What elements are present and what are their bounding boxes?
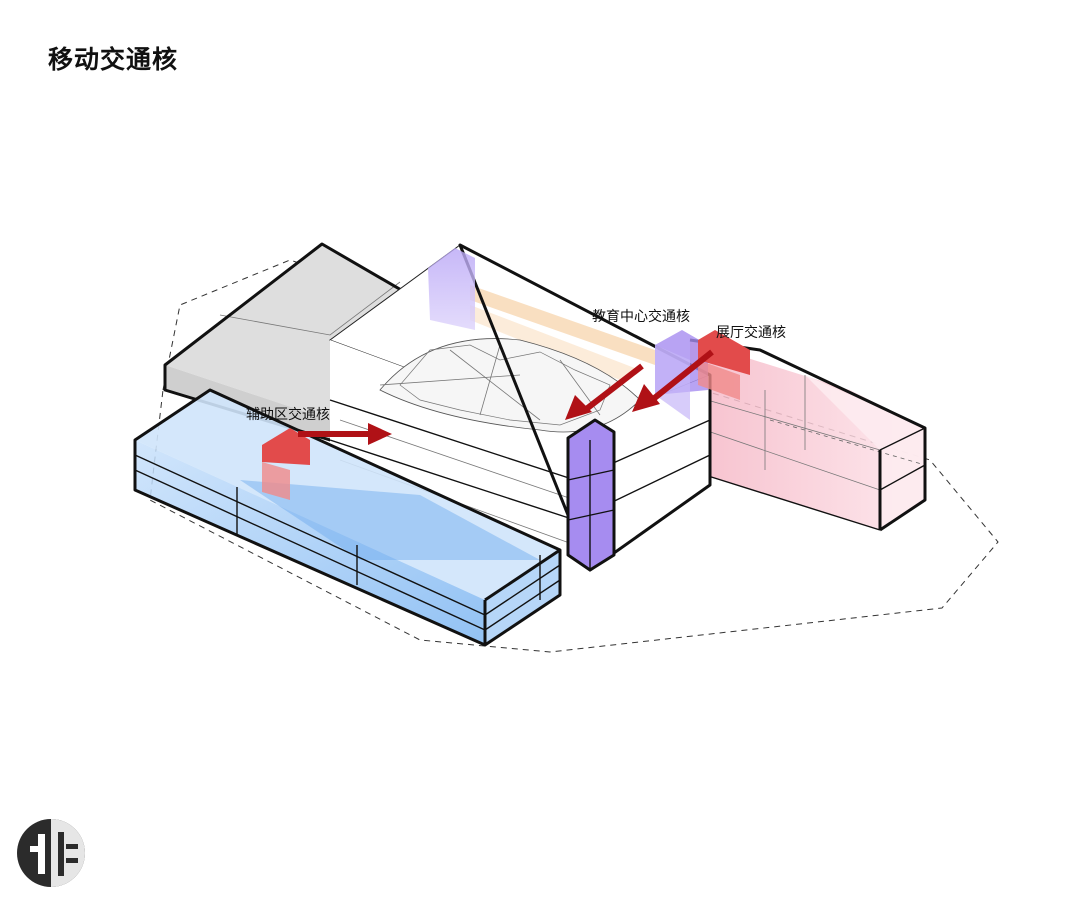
circular-emblem-icon: [17, 819, 85, 887]
hall-core-label: 展厅交通核: [716, 324, 786, 341]
site-boundary: [149, 259, 999, 653]
blue-volume: [133, 388, 562, 647]
aux-core-arrow: [298, 423, 392, 445]
aux-core: [262, 428, 310, 500]
edu-core-label: 教育中心交通核: [592, 308, 690, 325]
red-arrow-icon: [368, 423, 392, 445]
edu-core-front: [566, 418, 616, 572]
edu-core-arrow: [565, 363, 644, 420]
page-title: 移动交通核: [48, 45, 179, 74]
hall-core: [698, 330, 750, 400]
aux-core-label: 辅助区交通核: [246, 406, 330, 423]
pink-volume: [689, 338, 927, 532]
red-arrow-icon: [632, 384, 660, 412]
hall-core-arrow: [632, 349, 714, 412]
red-arrow-icon: [565, 395, 592, 420]
